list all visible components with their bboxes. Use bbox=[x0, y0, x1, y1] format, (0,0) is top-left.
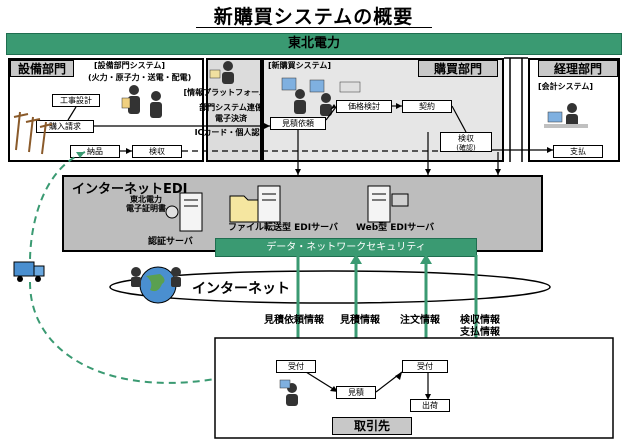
power-pole-icon bbox=[13, 111, 53, 155]
inspect-info-label: 検収情報 bbox=[460, 315, 500, 326]
accounting-worker-icon bbox=[544, 103, 588, 128]
platform-person-icon bbox=[209, 61, 234, 84]
order-info-label: 注文情報 bbox=[400, 315, 440, 326]
setsubi-inspection-box: 検収 bbox=[132, 145, 182, 158]
estimate-info-label: 見積情報 bbox=[340, 315, 380, 326]
cert-label-2: 電子証明書 bbox=[126, 204, 166, 213]
contract-box: 契約 bbox=[402, 100, 452, 113]
internet-ellipse bbox=[109, 270, 551, 304]
setsubi-header: 設備部門 bbox=[10, 60, 74, 77]
purchase-workers-icon bbox=[281, 77, 361, 116]
platform-line2: 電子決済 bbox=[215, 114, 247, 123]
title-underline bbox=[196, 27, 432, 28]
price-review-box: 価格検討 bbox=[336, 100, 392, 113]
truck-icon bbox=[13, 261, 45, 282]
auth-server-icon bbox=[165, 192, 203, 232]
estimate-request-info-label: 見積依頼情報 bbox=[264, 315, 324, 326]
platform-line3: ICカード・個人認証 bbox=[194, 128, 268, 137]
security-bar: データ・ネットワークセキュリティ bbox=[215, 238, 477, 257]
supplier-panel bbox=[214, 337, 614, 439]
setsubi-sub-label: (火力・原子力・送電・配電) bbox=[88, 73, 192, 82]
web-server-icon bbox=[367, 185, 409, 223]
work-design-box: 工事設計 bbox=[52, 94, 100, 107]
purchase-header: 購買部門 bbox=[418, 60, 498, 77]
page-title: 新購買システムの概要 bbox=[213, 6, 414, 28]
web-server-label: Web型 EDIサーバ bbox=[356, 223, 435, 233]
setsubi-system-label: [設備部門システム] bbox=[94, 61, 166, 70]
shipment-box: 出荷 bbox=[410, 399, 450, 412]
supplier-header: 取引先 bbox=[332, 417, 412, 435]
receive2-box: 受付 bbox=[402, 360, 448, 373]
platform-title: [情報プラットフォーム] bbox=[183, 88, 271, 97]
cert-label-1: 東北電力 bbox=[130, 195, 162, 204]
estimate-request-box: 見積依頼 bbox=[270, 117, 326, 130]
globe-icon bbox=[131, 266, 181, 304]
accounting-header: 経理部門 bbox=[538, 60, 618, 77]
auth-server-label: 認証サーバ bbox=[148, 237, 193, 247]
purchase-request-box: 購入請求 bbox=[36, 120, 94, 133]
file-server-label: ファイル転送型 EDIサーバ bbox=[228, 223, 339, 233]
internet-label: インターネット bbox=[192, 281, 290, 297]
payment-info-label: 支払情報 bbox=[460, 327, 500, 338]
acceptance-sub-label: (確認) bbox=[456, 144, 476, 152]
platform-line1: 部門システム連係 bbox=[199, 103, 263, 112]
acceptance-label: 検収 bbox=[458, 134, 474, 143]
receive1-box: 受付 bbox=[276, 360, 316, 373]
edi-title: インターネットEDI bbox=[72, 182, 188, 197]
accounting-system-label: [会計システム] bbox=[538, 82, 594, 91]
purchase-system-label: [新購買システム] bbox=[268, 61, 332, 70]
workers-icon bbox=[121, 85, 162, 118]
acceptance-box: 検収 (確認) bbox=[440, 132, 492, 152]
estimate-box: 見積 bbox=[336, 386, 376, 399]
file-server-icon bbox=[257, 185, 281, 223]
company-bar: 東北電力 bbox=[6, 33, 622, 55]
supplier-person-icon bbox=[279, 379, 298, 406]
payment-box: 支払 bbox=[553, 145, 603, 158]
